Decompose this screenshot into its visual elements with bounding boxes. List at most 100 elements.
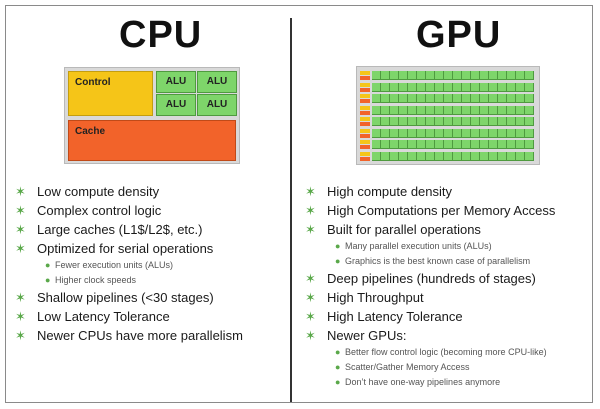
gpu-alu-cell — [372, 140, 381, 149]
cpu-sub-bullet-text: Fewer execution units (ALUs) — [55, 260, 174, 270]
star-bullet-icon: ✶ — [15, 290, 26, 305]
gpu-alu-cell — [390, 140, 399, 149]
gpu-alu-cell — [381, 128, 390, 138]
gpu-control-cell — [360, 151, 370, 156]
gpu-alu-cell — [525, 94, 534, 103]
gpu-bullet-item: ✶ High Latency Tolerance — [305, 307, 555, 326]
dot-bullet-icon: ● — [45, 260, 51, 270]
gpu-alu-cell — [408, 71, 417, 80]
gpu-alu-cell — [480, 71, 489, 80]
gpu-alu-cell — [507, 151, 516, 161]
gpu-cache-cell — [360, 133, 370, 138]
gpu-alu-cell — [372, 128, 381, 138]
cpu-bullet-text: Low Latency Tolerance — [37, 309, 170, 324]
gpu-alu-cell — [381, 71, 390, 80]
gpu-alu-cell — [516, 117, 525, 126]
gpu-alu-cell — [462, 151, 471, 161]
gpu-bullet-item: ✶High Throughput — [305, 288, 555, 307]
cpu-bullet-item: ✶Optimized for serial operations — [15, 239, 243, 258]
gpu-alu-cell — [489, 82, 498, 92]
cpu-cache-label: Cache — [75, 126, 106, 137]
gpu-sub-bullet-text: Don’t have one-way pipelines anymore — [345, 377, 501, 387]
gpu-alu-cell — [453, 105, 462, 115]
gpu-sub-bullet-text: Better flow control logic (becoming more… — [345, 347, 547, 357]
gpu-control-cell — [360, 94, 370, 98]
cpu-bullet-item: ✶ Low Latency Tolerance — [15, 307, 243, 326]
gpu-sub-bullet-text: Graphics is the best known case of paral… — [345, 256, 531, 266]
cpu-control-label: Control — [75, 77, 111, 88]
gpu-alu-cell — [498, 140, 507, 149]
gpu-control-cell — [360, 140, 370, 144]
gpu-alu-cell — [453, 117, 462, 126]
cpu-cache-block: Cache — [68, 120, 236, 161]
gpu-alu-cell — [408, 151, 417, 161]
cpu-bullet-text: Complex control logic — [37, 203, 162, 218]
gpu-alu-cell — [462, 82, 471, 92]
gpu-alu-cell — [507, 82, 516, 92]
gpu-alu-cell — [489, 151, 498, 161]
cpu-alu-label: ALU — [165, 99, 187, 110]
gpu-sub-bullet-item: ●Don’t have one-way pipelines anymore — [305, 375, 555, 390]
gpu-cache-cell — [360, 87, 370, 92]
gpu-alu-cell — [453, 128, 462, 138]
gpu-alu-cell — [489, 140, 498, 149]
gpu-core-row — [360, 105, 536, 115]
gpu-alu-cell — [426, 140, 435, 149]
star-bullet-icon: ✶ — [305, 328, 316, 343]
gpu-alu-cell — [516, 151, 525, 161]
gpu-alu-cell — [480, 117, 489, 126]
gpu-bullet-item: ✶High Computations per Memory Access — [305, 201, 555, 220]
cpu-bullet-item: ✶Low compute density — [15, 182, 243, 201]
gpu-bullet-text: High Latency Tolerance — [327, 309, 463, 324]
gpu-core-row — [360, 82, 536, 92]
gpu-alu-cell — [444, 82, 453, 92]
gpu-control-cell — [360, 105, 370, 110]
gpu-alu-cell — [426, 82, 435, 92]
star-bullet-icon: ✶ — [15, 309, 26, 324]
gpu-alu-cell — [516, 105, 525, 115]
gpu-bullet-item: ✶Deep pipelines (hundreds of stages) — [305, 269, 555, 288]
gpu-alu-cell — [462, 94, 471, 103]
gpu-alu-cell — [489, 94, 498, 103]
cpu-bullet-text: Large caches (L1$/L2$, etc.) — [37, 222, 203, 237]
gpu-alu-cell — [480, 105, 489, 115]
gpu-alu-cell — [372, 94, 381, 103]
dot-bullet-icon: ● — [335, 241, 341, 251]
gpu-title: GPU — [416, 14, 502, 56]
gpu-core-row — [360, 117, 536, 126]
star-bullet-icon: ✶ — [305, 309, 316, 324]
gpu-alu-cell — [480, 94, 489, 103]
gpu-alu-cell — [462, 128, 471, 138]
gpu-sub-bullet-text: Scatter/Gather Memory Access — [345, 362, 470, 372]
cpu-sub-bullet-item: ● Fewer execution units (ALUs) — [15, 258, 243, 273]
star-bullet-icon: ✶ — [305, 184, 316, 199]
gpu-sub-bullet-item: ●Graphics is the best known case of para… — [305, 254, 555, 269]
gpu-alu-cell — [444, 105, 453, 115]
cpu-alu-label: ALU — [165, 76, 187, 87]
gpu-alu-cell — [462, 117, 471, 126]
gpu-bullet-text: High Throughput — [327, 290, 424, 305]
gpu-alu-cell — [444, 94, 453, 103]
gpu-alu-cell — [489, 117, 498, 126]
gpu-alu-cell — [399, 117, 408, 126]
gpu-alu-cell — [516, 128, 525, 138]
gpu-alu-cell — [426, 151, 435, 161]
star-bullet-icon: ✶ — [305, 222, 316, 237]
gpu-bullet-item: ✶High compute density — [305, 182, 555, 201]
gpu-alu-cell — [444, 140, 453, 149]
star-bullet-icon: ✶ — [15, 184, 26, 199]
gpu-block-diagram — [356, 66, 540, 165]
gpu-sub-bullet-text: Many parallel execution units (ALUs) — [345, 241, 492, 251]
cpu-alu-block: ALU — [197, 71, 237, 93]
gpu-alu-cell — [435, 71, 444, 80]
gpu-alu-cell — [408, 117, 417, 126]
gpu-alu-cell — [444, 128, 453, 138]
cpu-alu-block: ALU — [197, 94, 237, 116]
gpu-alu-cell — [489, 105, 498, 115]
dot-bullet-icon: ● — [335, 347, 341, 357]
cpu-sub-bullet-text: Higher clock speeds — [55, 275, 137, 285]
gpu-alu-cell — [498, 105, 507, 115]
cpu-control-block: Control — [68, 71, 153, 116]
gpu-alu-cell — [372, 71, 381, 80]
gpu-alu-cell — [408, 128, 417, 138]
